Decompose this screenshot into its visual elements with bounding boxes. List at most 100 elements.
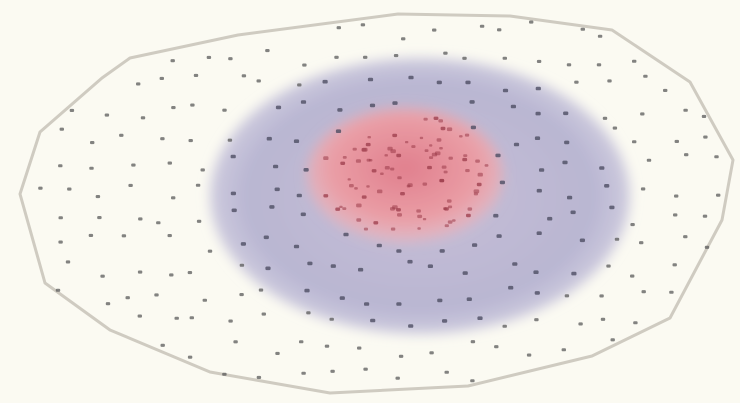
middle-dot bbox=[231, 155, 236, 159]
core-dot bbox=[343, 156, 347, 159]
outer-dot bbox=[138, 271, 142, 274]
core-dot bbox=[466, 214, 471, 217]
outer-dot bbox=[239, 293, 243, 296]
outer-dot bbox=[716, 194, 720, 197]
core-dot bbox=[438, 119, 443, 122]
outer-dot bbox=[56, 289, 60, 292]
outer-dot bbox=[632, 140, 636, 143]
core-dot bbox=[417, 215, 422, 218]
outer-dot bbox=[228, 320, 232, 323]
core-dot bbox=[424, 118, 428, 121]
outer-dot bbox=[222, 109, 226, 112]
outer-dot bbox=[222, 373, 226, 376]
middle-dot bbox=[364, 302, 369, 306]
core-dot bbox=[427, 166, 432, 169]
outer-dot bbox=[299, 340, 303, 343]
outer-dot bbox=[401, 37, 405, 40]
outer-dot bbox=[399, 355, 403, 358]
outer-dot bbox=[394, 54, 398, 57]
outer-dot bbox=[633, 321, 637, 324]
outer-dot bbox=[683, 109, 687, 112]
outer-dot bbox=[257, 79, 261, 82]
core-dot bbox=[448, 206, 452, 209]
outer-dot bbox=[597, 63, 601, 66]
outer-dot bbox=[607, 79, 611, 82]
core-dot bbox=[437, 138, 442, 141]
core-dot bbox=[432, 153, 437, 157]
middle-dot bbox=[264, 236, 269, 240]
core-dot bbox=[447, 199, 452, 202]
core-dot bbox=[434, 117, 439, 120]
core-dot bbox=[441, 127, 446, 130]
core-dot bbox=[465, 134, 469, 137]
outer-dot bbox=[445, 371, 449, 374]
outer-dot bbox=[119, 134, 123, 137]
outer-dot bbox=[188, 271, 192, 274]
outer-dot bbox=[138, 315, 142, 318]
core-dot bbox=[353, 148, 357, 151]
outer-dot bbox=[66, 260, 70, 263]
middle-dot bbox=[563, 112, 568, 116]
outer-dot bbox=[207, 56, 211, 59]
outer-dot bbox=[462, 57, 466, 60]
core-dot bbox=[361, 148, 366, 152]
outer-dot bbox=[59, 216, 63, 219]
outer-dot bbox=[89, 234, 93, 237]
outer-dot bbox=[705, 246, 709, 249]
outer-dot bbox=[574, 81, 578, 84]
core-dot bbox=[372, 169, 377, 172]
core-dot bbox=[478, 173, 483, 177]
outer-dot bbox=[259, 289, 263, 292]
outer-dot bbox=[122, 234, 126, 237]
outer-dot bbox=[90, 141, 94, 144]
outer-dot bbox=[611, 338, 615, 341]
outer-dot bbox=[242, 74, 246, 77]
outer-dot bbox=[60, 128, 64, 131]
core-dot bbox=[420, 137, 423, 139]
outer-dot bbox=[38, 187, 42, 190]
outer-dot bbox=[363, 368, 367, 371]
outer-dot bbox=[233, 340, 237, 343]
middle-dot bbox=[564, 141, 569, 145]
outer-dot bbox=[138, 217, 142, 220]
core-dot bbox=[477, 183, 482, 186]
outer-dot bbox=[663, 89, 667, 92]
outer-dot bbox=[443, 52, 447, 55]
outer-dot bbox=[203, 299, 207, 302]
middle-dot bbox=[294, 245, 299, 249]
core-dot bbox=[323, 156, 328, 160]
outer-dot bbox=[169, 273, 173, 276]
core-dot bbox=[468, 207, 473, 210]
middle-dot bbox=[511, 105, 516, 109]
middle-dot bbox=[442, 319, 447, 323]
middle-dot bbox=[267, 137, 272, 141]
middle-dot bbox=[368, 78, 373, 82]
middle-dot bbox=[609, 206, 614, 210]
core-dot bbox=[380, 173, 384, 176]
outer-dot bbox=[642, 290, 646, 293]
middle-dot bbox=[463, 271, 468, 275]
outer-dot bbox=[197, 220, 201, 223]
core-dot bbox=[439, 147, 443, 150]
core-dot bbox=[449, 157, 453, 160]
outer-dot bbox=[567, 63, 571, 66]
core-dot bbox=[429, 144, 432, 146]
outer-dot bbox=[325, 345, 329, 348]
middle-dot bbox=[512, 262, 517, 266]
middle-dot bbox=[535, 291, 540, 295]
outer-dot bbox=[703, 215, 707, 218]
core-dot bbox=[340, 162, 345, 165]
outer-dot bbox=[603, 117, 607, 120]
middle-dot bbox=[508, 286, 513, 290]
core-dot bbox=[356, 159, 361, 163]
outer-dot bbox=[265, 49, 269, 52]
outer-dot bbox=[480, 25, 484, 28]
core-dot bbox=[474, 189, 480, 193]
core-dot bbox=[335, 208, 340, 211]
outer-dot bbox=[615, 238, 619, 241]
middle-dot bbox=[323, 80, 328, 84]
middle-dot bbox=[599, 166, 604, 170]
middle-dot bbox=[232, 209, 237, 213]
middle-dot bbox=[269, 205, 274, 209]
outer-dot bbox=[190, 104, 194, 107]
